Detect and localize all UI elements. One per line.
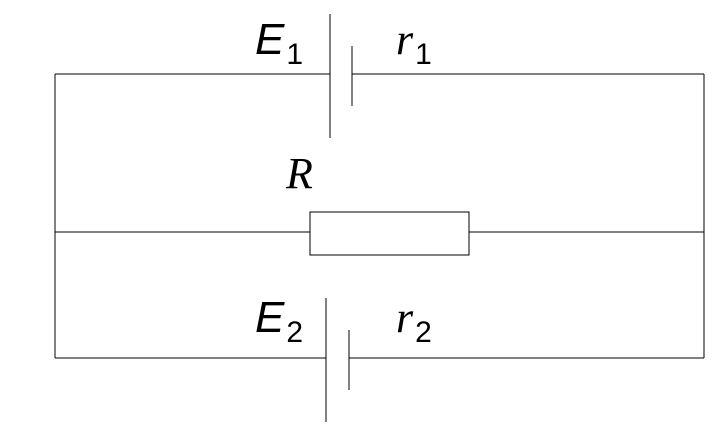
label-r1: r1 (396, 15, 432, 70)
label-e2-subscript: 2 (286, 316, 304, 349)
resistor-r (309, 211, 470, 256)
label-resistor-symbol: R (286, 149, 313, 198)
label-r1-subscript: 1 (415, 38, 432, 71)
label-e2-symbol: E (255, 293, 285, 342)
label-e1-symbol: E (255, 15, 285, 64)
label-e2: E2 (255, 293, 303, 348)
label-resistor: R (286, 152, 313, 196)
label-r2-symbol: r (396, 293, 414, 342)
label-e1-subscript: 1 (286, 38, 304, 71)
label-e1: E1 (255, 15, 303, 70)
label-r1-symbol: r (396, 15, 414, 64)
label-r2: r2 (396, 293, 432, 348)
label-r2-subscript: 2 (415, 316, 432, 349)
